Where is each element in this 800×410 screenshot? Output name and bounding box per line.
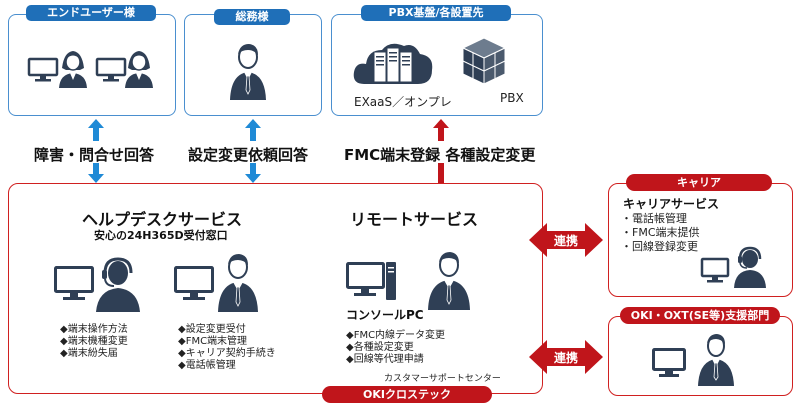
company-tag: OKIクロステック bbox=[322, 386, 492, 403]
carrier-operator-icon bbox=[734, 246, 766, 288]
list-item: ◆端末操作方法 bbox=[60, 324, 128, 335]
end-user-tag: エンドユーザー様 bbox=[26, 5, 156, 21]
end-user-arrow-caption: 障害・問合せ回答 bbox=[34, 146, 155, 164]
pbx-site-tag: PBX基盤/各設置先 bbox=[361, 5, 511, 21]
carrier-title: キャリアサービス bbox=[623, 197, 720, 211]
list-item: ・電話帳管理 bbox=[621, 212, 687, 225]
headset-operator-icon bbox=[96, 257, 140, 312]
remote-worker-icon bbox=[428, 252, 470, 310]
list-item: ◆端末機種変更 bbox=[60, 336, 128, 347]
arrow-down-end-user bbox=[88, 163, 104, 183]
helpdesk-list-right: ◆設定変更受付 ◆FMC端末管理 ◆キャリア契約手続き ◆電話帳管理 bbox=[178, 324, 276, 372]
list-item: ◆FMC端末管理 bbox=[178, 336, 248, 347]
oki-support-worker-icon bbox=[698, 334, 734, 386]
list-item: ・FMC端末提供 bbox=[621, 226, 700, 239]
arrow-up-end-user bbox=[88, 119, 104, 141]
end-user-person-icon bbox=[125, 51, 153, 88]
console-pc-label: コンソールPC bbox=[346, 308, 424, 322]
support-center-label: カスタマーサポートセンター bbox=[384, 374, 501, 384]
list-item: ◆回線等代理申請 bbox=[346, 354, 424, 365]
list-item: ◆キャリア契約手続き bbox=[178, 348, 276, 359]
list-item: ・回線登録変更 bbox=[621, 240, 698, 253]
link-arrow-oki-support bbox=[529, 340, 603, 374]
link-arrow-carrier bbox=[529, 223, 603, 257]
arrow-stem-pbx bbox=[438, 163, 444, 183]
list-item: ◆設定変更受付 bbox=[178, 324, 246, 335]
remote-list: ◆FMC内線データ変更 ◆各種設定変更 ◆回線等代理申請 bbox=[346, 330, 445, 366]
cloud-server-icon bbox=[353, 43, 433, 84]
office-worker-icon bbox=[218, 254, 258, 312]
helpdesk-pc-icon bbox=[54, 266, 94, 300]
carrier-list: ・電話帳管理 ・FMC端末提供 ・回線登録変更 bbox=[621, 212, 700, 254]
carrier-tag: キャリア bbox=[626, 174, 772, 191]
pbx-arrow-caption: FMC端末登録 各種設定変更 bbox=[344, 146, 536, 164]
console-pc-icon bbox=[346, 262, 396, 300]
general-affairs-arrow-caption: 設定変更依頼回答 bbox=[188, 146, 309, 164]
list-item: ◆FMC内線データ変更 bbox=[346, 330, 446, 341]
carrier-pc-icon bbox=[700, 257, 730, 283]
exaas-label: EXaaS／オンプレ bbox=[354, 95, 452, 109]
helpdesk-title: ヘルプデスクサービス bbox=[82, 210, 243, 229]
general-affairs-tag: 総務様 bbox=[214, 9, 290, 25]
remote-title: リモートサービス bbox=[350, 210, 479, 229]
link-label-oki-support: 連携 bbox=[553, 351, 578, 365]
end-user-pc-icon bbox=[95, 57, 127, 82]
arrow-up-general-affairs bbox=[245, 119, 261, 141]
helpdesk-list-left: ◆端末操作方法 ◆端末機種変更 ◆端末紛失届 bbox=[60, 324, 128, 360]
end-user-pc-icon bbox=[27, 57, 59, 82]
arrow-down-general-affairs bbox=[245, 163, 261, 183]
general-affairs-person-icon bbox=[230, 44, 266, 100]
helpdesk-subtitle: 安心の24H365D受付窓口 bbox=[94, 229, 228, 242]
list-item: ◆各種設定変更 bbox=[346, 342, 414, 353]
arrow-up-pbx bbox=[433, 119, 449, 141]
oki-support-tag: OKI・OXT(SE等)支援部門 bbox=[620, 307, 780, 324]
end-user-person-icon bbox=[59, 51, 87, 88]
link-label-carrier: 連携 bbox=[553, 234, 578, 248]
pbx-cube-icon bbox=[461, 37, 507, 85]
list-item: ◆電話帳管理 bbox=[178, 360, 236, 371]
helpdesk-pc-icon bbox=[174, 266, 214, 300]
list-item: ◆端末紛失届 bbox=[60, 348, 118, 359]
pbx-label: PBX bbox=[500, 91, 524, 105]
oki-support-pc-icon bbox=[652, 348, 686, 377]
